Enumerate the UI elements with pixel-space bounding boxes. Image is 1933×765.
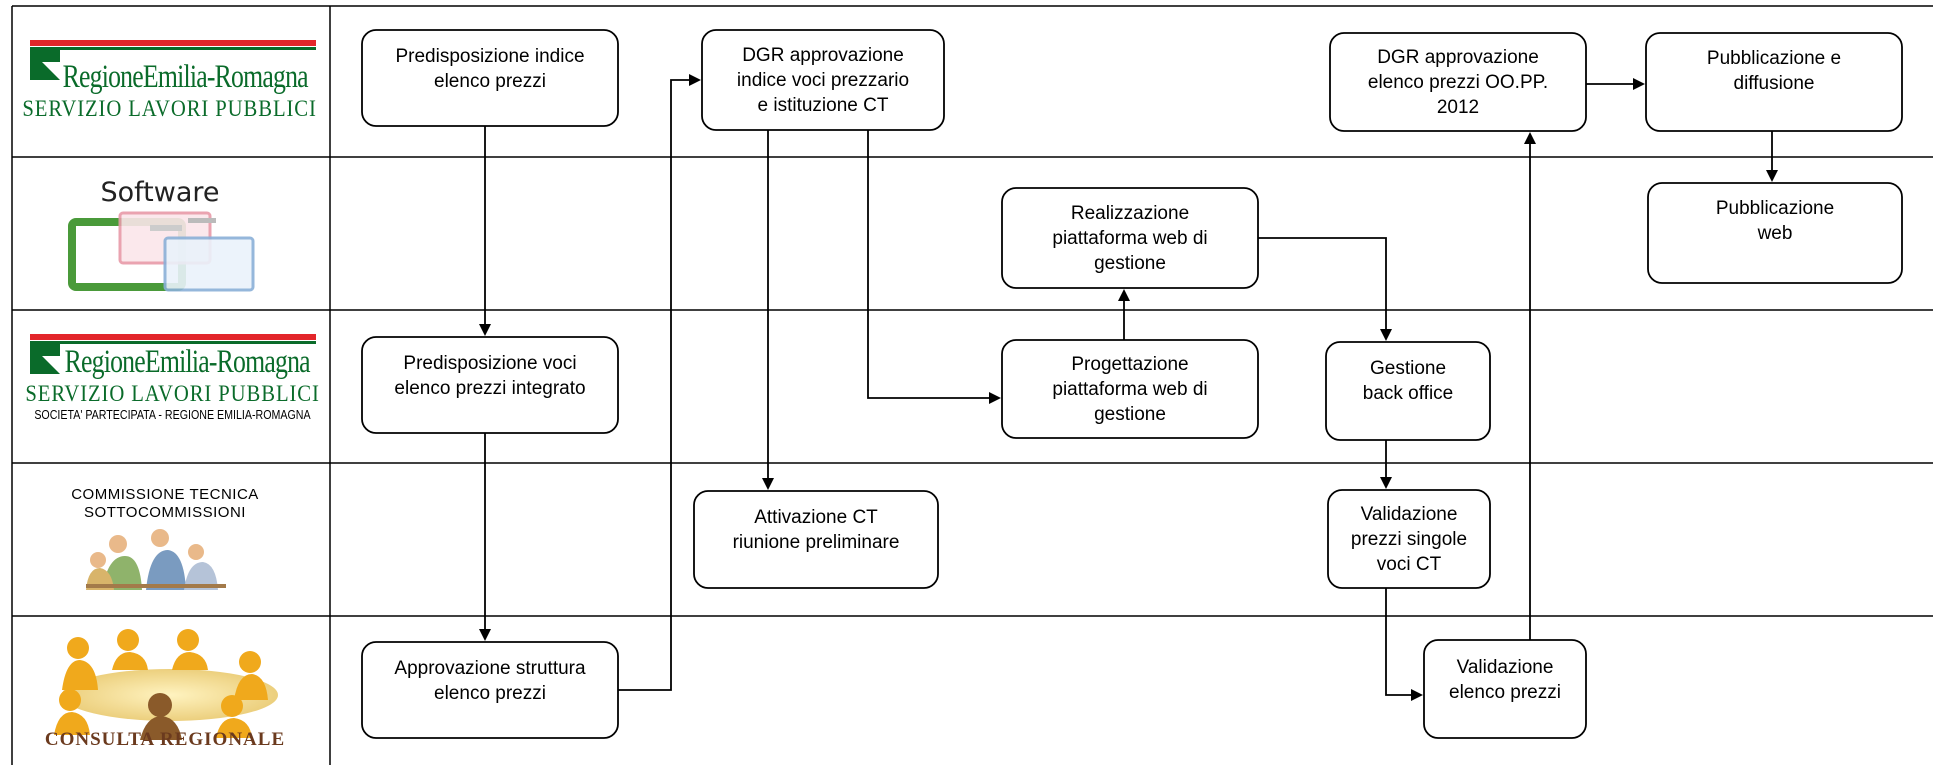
text-realizzazione-piattaforma: Realizzazione piattaforma web di gestion…	[1052, 202, 1208, 274]
text-progettazione-piattaforma: Progettazione piattaforma web di gestion…	[1052, 353, 1208, 425]
text-dgr-indice: DGR approvazione indice voci prezzario e…	[736, 44, 910, 116]
text-attivazione-ct: Attivazione CT riunione preliminare	[732, 507, 900, 553]
lane-label-software: Software	[60, 172, 260, 212]
box-predisposizione-voci	[361, 336, 619, 434]
consulta-people-icon	[54, 629, 278, 740]
text-approvazione-struttura: Approvazione struttura elenco prezzi	[394, 658, 586, 704]
box-gestione-back-office	[1325, 341, 1491, 441]
regione-brand-text: RegioneEmilia-Romagna	[62, 58, 308, 95]
box-progettazione-piattaforma	[1001, 339, 1259, 439]
servizio-lavori-pubblici-text-2: SERVIZIO LAVORI PUBBLICI	[25, 381, 320, 406]
process-boxes	[361, 29, 1903, 739]
box-attivazione-ct	[693, 490, 939, 589]
box-validazione-elenco	[1423, 639, 1587, 739]
text-pubblicazione-web: Pubblicazione web	[1715, 197, 1835, 244]
box-predisposizione-indice	[361, 29, 619, 127]
lane-label-consulta: CONSULTA REGIONALE	[20, 726, 310, 754]
text-validazione-elenco: Validazione elenco prezzi	[1449, 657, 1561, 703]
people-group-icon	[86, 529, 226, 590]
commissione-tecnica-text: COMMISSIONE TECNICA	[71, 486, 259, 503]
consulta-regionale-text: CONSULTA REGIONALE	[44, 729, 286, 750]
regione-logo-icon	[30, 40, 316, 80]
servizio-lavori-pubblici-text: SERVIZIO LAVORI PUBBLICI	[22, 95, 318, 121]
software-windows-icon	[68, 211, 255, 292]
box-pubblicazione-diffusione	[1645, 32, 1903, 132]
lane-label-regione-societa: RegioneEmilia-Romagna SERVIZIO LAVORI PU…	[20, 344, 325, 444]
box-dgr-elenco	[1329, 32, 1587, 132]
regione-logo-icon-2	[30, 334, 316, 374]
lane-label-regione-servizio: RegioneEmilia-Romagna SERVIZIO LAVORI PU…	[20, 50, 320, 130]
societa-partecipata-text: SOCIETA' PARTECIPATA - REGIONE EMILIA-RO…	[34, 407, 311, 422]
text-predisposizione-indice: Predisposizione indice elenco prezzi	[395, 46, 585, 92]
regione-brand-text-2: RegioneEmilia-Romagna	[64, 344, 311, 380]
text-validazione-singole: Validazione prezzi singole voci CT	[1350, 503, 1468, 575]
text-dgr-elenco: DGR approvazione elenco prezzi OO.PP. 20…	[1367, 46, 1549, 118]
text-predisposizione-voci: Predisposizione voci elenco prezzi integ…	[394, 353, 586, 399]
lane-grid	[11, 5, 1933, 765]
box-validazione-singole	[1327, 489, 1491, 589]
lane-label-commissione: COMMISSIONE TECNICA SOTTOCOMMISSIONI	[40, 484, 290, 524]
software-title: Software	[100, 176, 220, 208]
connectors	[479, 74, 1778, 701]
box-pubblicazione-web	[1647, 182, 1903, 284]
text-pubblicazione-diffusione: Pubblicazione e diffusione	[1706, 47, 1842, 94]
sottocommissioni-text: SOTTOCOMMISSIONI	[84, 504, 246, 521]
box-dgr-indice	[701, 29, 945, 131]
text-gestione-back-office: Gestione back office	[1362, 358, 1454, 404]
